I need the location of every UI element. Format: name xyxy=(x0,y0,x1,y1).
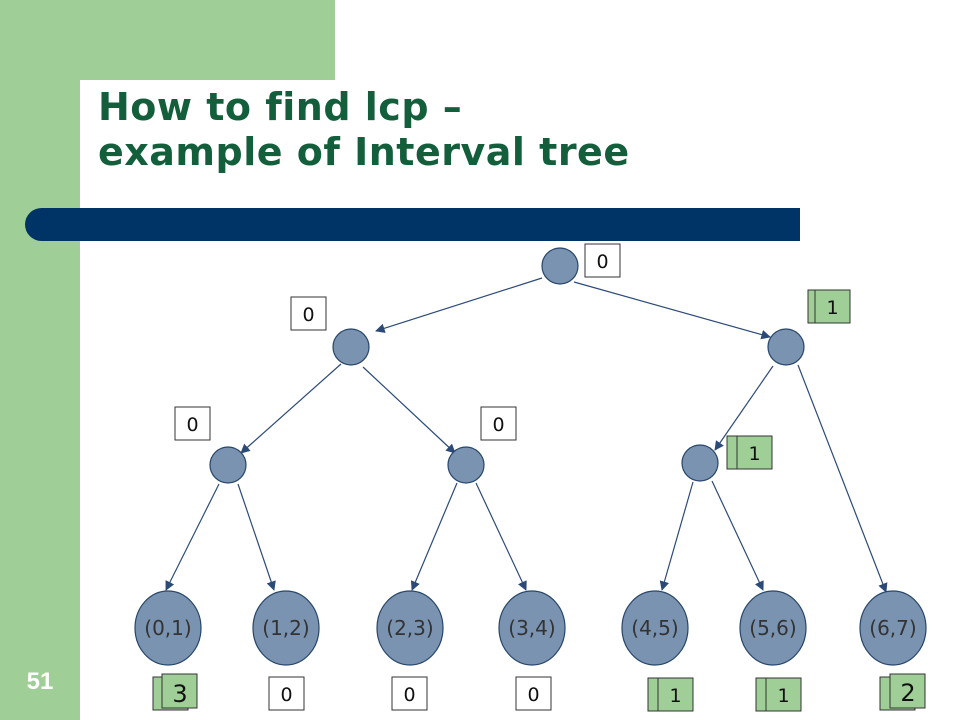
leaf-label-6: (6,7) xyxy=(869,616,916,640)
value-box-left: 0 xyxy=(290,296,327,331)
leaf-value-box-2: 0 xyxy=(391,676,428,711)
value-left-right: 0 xyxy=(492,414,504,436)
tree-node-left-right xyxy=(447,446,485,484)
sidebar-band xyxy=(0,0,80,720)
leaf-label-0: (0,1) xyxy=(144,616,191,640)
slide-number: 51 xyxy=(26,668,54,695)
value-right: 1 xyxy=(826,297,838,319)
value-box-left-right: 0 xyxy=(480,406,517,441)
value-box-root: 0 xyxy=(584,243,621,278)
tree-node-root xyxy=(541,247,579,285)
tree-node-right-left xyxy=(681,444,719,482)
leaf-value-box-6: 2 xyxy=(879,673,926,711)
edge-leftleft-leaf1 xyxy=(237,483,276,591)
leaf-value-box-3: 0 xyxy=(515,676,552,711)
leaf-value-3: 0 xyxy=(527,684,539,706)
title-area xyxy=(80,80,960,220)
leaf-value-0: 3 xyxy=(172,680,187,708)
title-line-2: example of Interval tree xyxy=(98,130,630,174)
tree-node-right xyxy=(767,328,805,366)
leaf-nodes: (0,1) (1,2) (2,3) (3,4) (4,5) (5,6) (6,7… xyxy=(134,590,927,666)
leaf-node-6: (6,7) xyxy=(859,590,927,666)
edge-rightleft-leaf4 xyxy=(659,481,694,591)
leaf-value-box-5: 1 xyxy=(755,677,802,712)
edge-left-leftright xyxy=(362,366,456,454)
value-left: 0 xyxy=(302,304,314,326)
edge-right-rightleft xyxy=(714,365,774,451)
leaf-label-3: (3,4) xyxy=(508,616,555,640)
top-accent-band xyxy=(80,0,335,80)
leaf-label-1: (1,2) xyxy=(262,616,309,640)
leaf-label-2: (2,3) xyxy=(386,616,433,640)
leaf-value-box-0: 3 xyxy=(152,673,198,711)
tree-node-left-left xyxy=(209,446,247,484)
value-box-right: 1 xyxy=(807,289,851,324)
value-root: 0 xyxy=(596,251,608,273)
title-line-1: How to find lcp – xyxy=(98,85,463,129)
edge-root-left xyxy=(375,277,543,333)
edge-leftright-leaf3 xyxy=(475,482,527,591)
leaf-value-box-4: 1 xyxy=(647,677,694,712)
value-box-left-left: 0 xyxy=(174,406,211,441)
leaf-node-1: (1,2) xyxy=(252,590,320,666)
value-left-left: 0 xyxy=(186,414,198,436)
leaf-node-2: (2,3) xyxy=(376,590,444,666)
tree-edges xyxy=(165,277,888,593)
value-box-right-left: 1 xyxy=(726,435,773,470)
edge-root-right xyxy=(573,281,771,340)
edge-right-leaf6 xyxy=(797,364,888,593)
leaf-value-4: 1 xyxy=(669,685,681,707)
leaf-node-0: (0,1) xyxy=(134,590,202,666)
value-right-left: 1 xyxy=(748,443,760,465)
leaf-value-box-1: 0 xyxy=(268,676,305,711)
edge-leftleft-leaf0 xyxy=(165,483,220,591)
leaf-label-5: (5,6) xyxy=(749,616,796,640)
edge-left-leftleft xyxy=(240,363,342,454)
leaf-value-2: 0 xyxy=(403,684,415,706)
edge-leftright-leaf2 xyxy=(410,482,458,591)
leaf-label-4: (4,5) xyxy=(631,616,678,640)
leaf-node-5: (5,6) xyxy=(739,590,807,666)
leaf-value-6: 2 xyxy=(900,679,915,707)
leaf-node-3: (3,4) xyxy=(498,590,566,666)
leaf-value-5: 1 xyxy=(777,685,789,707)
title-rule xyxy=(25,208,800,241)
leaf-value-1: 0 xyxy=(280,684,292,706)
tree-node-left xyxy=(332,328,370,366)
slide-title: How to find lcp – example of Interval tr… xyxy=(98,85,630,175)
edge-rightleft-leaf5 xyxy=(711,480,764,591)
leaf-node-4: (4,5) xyxy=(621,590,689,666)
